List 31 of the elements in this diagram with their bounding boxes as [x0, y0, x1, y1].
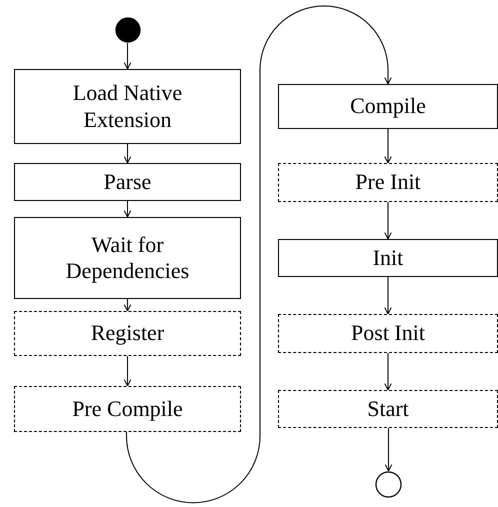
arrow	[384, 276, 392, 314]
arrow	[126, 6, 392, 504]
step-label: Start	[367, 396, 409, 422]
process-box	[278, 84, 498, 129]
step-label: Pre Init	[355, 169, 421, 196]
arrow	[384, 128, 392, 164]
step-label: Compile	[350, 93, 426, 120]
arrow	[124, 200, 132, 218]
optional-step-box	[14, 386, 241, 432]
arrow	[124, 144, 132, 164]
process-box	[14, 163, 241, 201]
arrow	[124, 356, 132, 386]
step-label: Wait for Dependencies	[64, 232, 190, 284]
step-label: Load Native Extension	[72, 80, 184, 133]
optional-step-box	[14, 311, 241, 356]
process-box	[14, 217, 241, 299]
arrow	[124, 298, 132, 312]
optional-step-box	[278, 314, 498, 353]
optional-step-box	[278, 390, 498, 428]
arrow	[384, 202, 392, 240]
arrow	[384, 428, 392, 472]
arrow	[124, 42, 132, 70]
step-label: Init	[372, 244, 404, 272]
step-label: Post Init	[351, 320, 425, 347]
step-label: Register	[90, 320, 164, 347]
step-label: Parse	[104, 168, 152, 196]
process-box	[278, 239, 498, 277]
process-box	[14, 69, 241, 144]
arrow	[384, 352, 392, 390]
optional-step-box	[278, 163, 498, 202]
step-label: Pre Compile	[72, 396, 183, 422]
